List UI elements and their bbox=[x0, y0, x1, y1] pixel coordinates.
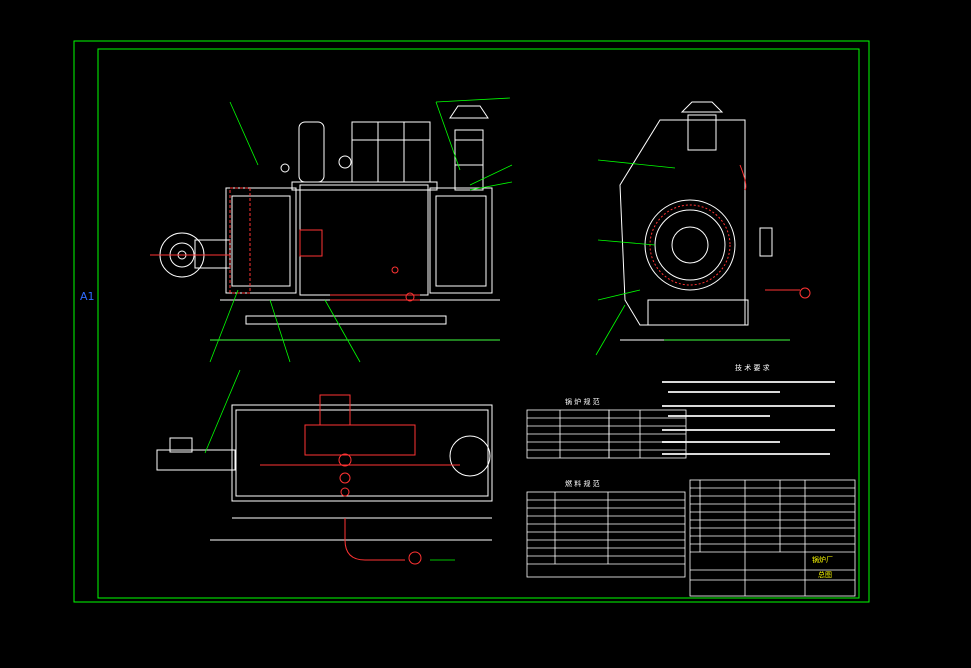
plan-view bbox=[156, 404, 493, 541]
side-piping bbox=[649, 164, 811, 299]
fuel-spec-table bbox=[526, 491, 686, 578]
plan-piping bbox=[260, 394, 460, 565]
plan-shell bbox=[231, 404, 493, 502]
top-railing-left bbox=[298, 121, 325, 183]
side-leaders bbox=[595, 159, 790, 356]
inner-frame bbox=[97, 48, 860, 599]
top-railing-right bbox=[351, 121, 431, 183]
burner-housing bbox=[225, 187, 297, 294]
chimney bbox=[454, 129, 484, 191]
smoke-box bbox=[429, 187, 493, 294]
fuel-spec-title: 燃 料 规 范 bbox=[565, 479, 600, 488]
furnace-circle bbox=[644, 199, 736, 291]
sheet-size-label: A1 bbox=[80, 290, 95, 303]
title-block bbox=[689, 479, 856, 597]
boiler-spec-table bbox=[526, 409, 687, 459]
tech-requirements-text bbox=[662, 381, 835, 455]
front-leaders bbox=[209, 97, 513, 363]
plan-leaders bbox=[204, 369, 455, 561]
front-piping bbox=[150, 187, 420, 302]
outer-frame bbox=[73, 40, 870, 603]
side-elevation-view bbox=[619, 101, 790, 341]
boiler-base bbox=[245, 315, 447, 325]
boiler-shell bbox=[299, 184, 429, 296]
tech-requirements-title: 技 术 要 求 bbox=[735, 363, 770, 372]
boiler-spec-title: 锅 炉 规 范 bbox=[565, 397, 600, 406]
plan-chimney bbox=[449, 435, 491, 477]
title-block-company: 锅炉厂 bbox=[812, 555, 833, 564]
side-chimney bbox=[687, 114, 717, 151]
title-block-drawing-name: 总图 bbox=[818, 570, 832, 579]
front-elevation-view bbox=[159, 105, 500, 341]
